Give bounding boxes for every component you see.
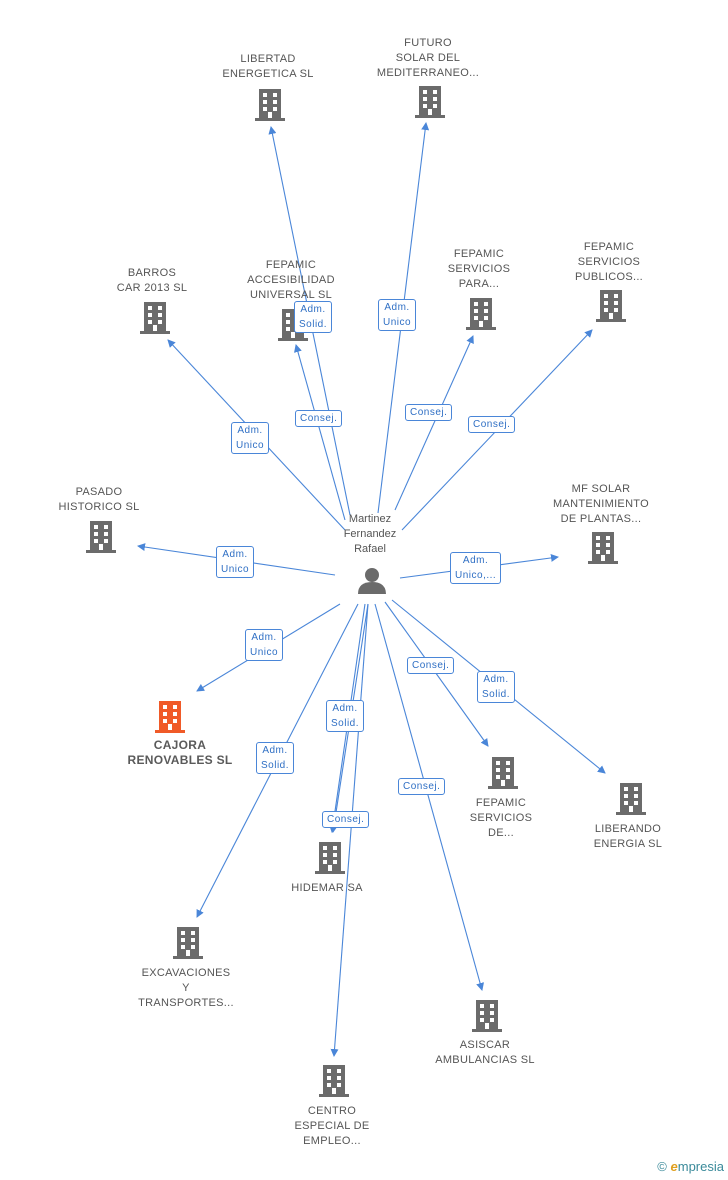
copyright-symbol: © [657,1159,667,1174]
building-icon[interactable] [415,86,445,118]
relation-label[interactable]: Adm. Solid. [256,742,295,774]
company-label-fepamic-serv[interactable]: FEPAMIC SERVICIOS PARA... [447,248,511,290]
company-label-hidemar[interactable]: HIDEMAR SA [291,882,363,894]
relation-label[interactable]: Adm. Unico [231,422,270,454]
relation-label[interactable]: Consej. [322,811,370,828]
company-label-mfsolar[interactable]: MF SOLAR MANTENIMIENTO DE PLANTAS... [553,483,649,525]
company-label-pasado[interactable]: PASADO HISTORICO SL [58,486,140,513]
building-icon[interactable] [255,89,285,121]
relation-label[interactable]: Consej. [398,778,446,795]
relation-label[interactable]: Consej. [468,416,516,433]
relation-label[interactable]: Adm. Unico [216,546,255,578]
building-icon[interactable] [466,298,496,330]
relation-label[interactable]: Adm. Solid. [477,671,516,703]
person-icon[interactable] [358,568,386,594]
brand-name: mpresia [677,1159,724,1174]
building-icon[interactable] [488,757,518,789]
company-label-fepamic-pub[interactable]: FEPAMIC SERVICIOS PUBLICOS... [574,241,644,283]
company-label-excav[interactable]: EXCAVACIONES Y TRANSPORTES... [138,967,234,1009]
company-label-fepamic-de[interactable]: FEPAMIC SERVICIOS DE... [469,797,533,839]
relation-label[interactable]: Consej. [295,410,343,427]
person-name[interactable]: Martinez Fernandez Rafael [343,513,397,555]
relation-label[interactable]: Adm. Unico [245,629,284,661]
building-icon[interactable] [319,1065,349,1097]
relation-edge-fepamic-serv [394,335,474,511]
company-label-barros[interactable]: BARROS CAR 2013 SL [116,267,188,294]
relation-label[interactable]: Consej. [405,404,453,421]
company-label-libertad[interactable]: LIBERTAD ENERGETICA SL [222,53,314,80]
relation-edge-fepamic-acc [294,344,346,521]
building-icon[interactable] [86,521,116,553]
building-icon[interactable] [140,302,170,334]
company-label-cajora[interactable]: CAJORA RENOVABLES SL [127,738,233,767]
relation-label[interactable]: Adm. Unico [378,299,417,331]
company-label-fepamic-acc[interactable]: FEPAMIC ACCESIBILIDAD UNIVERSAL SL [247,259,335,301]
brand-logo: © empresia [657,1159,724,1174]
company-label-asiscar[interactable]: ASISCAR AMBULANCIAS SL [435,1039,535,1066]
relation-label[interactable]: Adm. Solid. [294,301,333,333]
building-icon[interactable] [588,532,618,564]
building-icon[interactable] [173,927,203,959]
building-icon[interactable] [472,1000,502,1032]
relation-label[interactable]: Adm. Unico,... [450,552,502,584]
building-icon[interactable] [155,701,185,733]
company-label-futuro[interactable]: FUTURO SOLAR DEL MEDITERRANEO... [376,37,480,79]
building-icon[interactable] [616,783,646,815]
relation-label[interactable]: Consej. [407,657,455,674]
building-icon[interactable] [315,842,345,874]
relation-edge-fepamic-de [384,601,489,747]
relation-label[interactable]: Adm. Solid. [326,700,365,732]
building-icon[interactable] [596,290,626,322]
company-label-centro[interactable]: CENTRO ESPECIAL DE EMPLEO... [294,1105,370,1147]
brand-initial: e [670,1159,678,1174]
relation-edge-asiscar [374,603,484,991]
relation-edge-centro [330,603,369,1057]
node-layer [86,86,646,1097]
company-label-liberando[interactable]: LIBERANDO ENERGIA SL [593,823,663,850]
